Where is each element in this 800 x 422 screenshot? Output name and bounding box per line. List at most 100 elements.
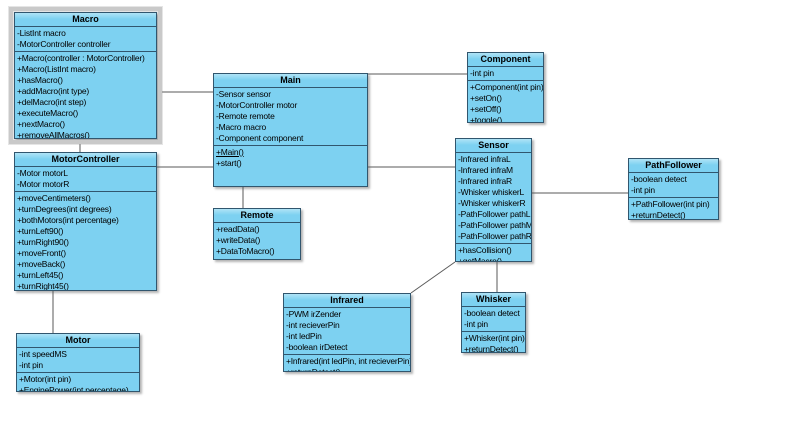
class-box-remote[interactable]: Remote+readData()+writeData()+DataToMacr… xyxy=(213,208,301,260)
class-methods-compartment: +Component(int pin)+setOn()+setOff()+tog… xyxy=(468,81,544,123)
class-attributes-compartment: -boolean detect-int pin xyxy=(462,307,525,332)
class-attributes-compartment: -int pin xyxy=(468,67,543,81)
class-method: +returnDetect() xyxy=(464,344,519,353)
class-title: Main xyxy=(214,74,367,88)
class-attributes-compartment: -Sensor sensor-MotorController motor-Rem… xyxy=(214,88,367,146)
class-method: +Infrared(int ledPin, int recieverPin) xyxy=(286,356,411,366)
class-attribute: -PathFollower pathM xyxy=(458,220,532,230)
class-method: +returnDetect() xyxy=(631,210,686,220)
class-title: Infrared xyxy=(284,294,410,308)
class-title: Sensor xyxy=(456,139,531,153)
class-attribute: -MotorController motor xyxy=(216,100,298,110)
class-method: +DataToMacro() xyxy=(216,246,275,256)
class-attribute: -int pin xyxy=(464,319,488,329)
class-methods-compartment: +Infrared(int ledPin, int recieverPin)+r… xyxy=(284,355,411,372)
class-attribute: -ListInt macro xyxy=(17,28,66,38)
class-method: +PathFollower(int pin) xyxy=(631,199,710,209)
class-method: +delMacro(int step) xyxy=(17,97,87,107)
class-methods-compartment: +Motor(int pin)+EnginePower(int percenta… xyxy=(17,373,139,392)
class-attribute: -PathFollower pathL xyxy=(458,209,531,219)
class-method: +getMacro() xyxy=(458,256,502,262)
class-attribute: -Motor motorR xyxy=(17,179,70,189)
class-method: +readData() xyxy=(216,224,260,234)
class-method: +Motor(int pin) xyxy=(19,374,72,384)
class-attribute: -int pin xyxy=(19,360,43,370)
class-attribute: -PWM irZender xyxy=(286,309,342,319)
class-methods-compartment: +Main()+start() xyxy=(214,146,367,186)
class-attributes-compartment: -ListInt macro-MotorController controlle… xyxy=(15,27,156,52)
class-attribute: -Macro macro xyxy=(216,122,267,132)
class-attributes-compartment: -PWM irZender-int recieverPin-int ledPin… xyxy=(284,308,410,355)
class-box-infrared[interactable]: Infrared-PWM irZender-int recieverPin-in… xyxy=(283,293,411,372)
class-method: +turnRight45() xyxy=(17,281,69,291)
class-box-component[interactable]: Component-int pin+Component(int pin)+set… xyxy=(467,52,544,123)
class-attributes-compartment: -int speedMS-int pin xyxy=(17,348,139,373)
class-box-sensor[interactable]: Sensor-Infrared infraL-Infrared infraM-I… xyxy=(455,138,532,262)
class-attributes-compartment: -boolean detect-int pin xyxy=(629,173,718,198)
class-attributes-compartment: -Infrared infraL-Infrared infraM-Infrare… xyxy=(456,153,531,244)
class-attribute: -Infrared infraM xyxy=(458,165,513,175)
class-title: MotorController xyxy=(15,153,156,167)
class-box-motorcontroller[interactable]: MotorController-Motor motorL-Motor motor… xyxy=(14,152,157,291)
class-method: +removeAllMacros() xyxy=(17,130,90,139)
class-box-pathfollower[interactable]: PathFollower-boolean detect-int pin+Path… xyxy=(628,158,719,220)
class-attribute: -Sensor sensor xyxy=(216,89,271,99)
class-attribute: -Remote remote xyxy=(216,111,275,121)
class-attribute: -int speedMS xyxy=(19,349,67,359)
class-attribute: -Whisker whiskerR xyxy=(458,198,526,208)
class-attribute: -boolean detect xyxy=(464,308,520,318)
class-method: +addMacro(int type) xyxy=(17,86,90,96)
class-title: Component xyxy=(468,53,543,67)
class-method: +hasMacro() xyxy=(17,75,63,85)
class-attribute: -boolean detect xyxy=(631,174,687,184)
class-method: +setOff() xyxy=(470,104,502,114)
class-box-main[interactable]: Main-Sensor sensor-MotorController motor… xyxy=(213,73,368,187)
connector-sensor-infrared[interactable] xyxy=(410,261,456,294)
class-methods-compartment: +Whisker(int pin)+returnDetect() xyxy=(462,332,525,353)
class-method: +moveBack() xyxy=(17,259,66,269)
class-methods-compartment: +Macro(controller : MotorController)+Mac… xyxy=(15,52,156,139)
class-method: +setOn() xyxy=(470,93,502,103)
class-method: +returnDetect() xyxy=(286,367,341,372)
class-method: +Macro(ListInt macro) xyxy=(17,64,96,74)
class-method: +Macro(controller : MotorController) xyxy=(17,53,145,63)
class-attribute: -int pin xyxy=(631,185,655,195)
class-methods-compartment: +moveCentimeters()+turnDegrees(int degre… xyxy=(15,192,156,291)
class-method: +turnRight90() xyxy=(17,237,69,247)
class-box-whisker[interactable]: Whisker-boolean detect-int pin+Whisker(i… xyxy=(461,292,526,353)
class-title: Macro xyxy=(15,13,156,27)
class-method: +Whisker(int pin) xyxy=(464,333,525,343)
class-method: +nextMacro() xyxy=(17,119,65,129)
class-attribute: -Infrared infraL xyxy=(458,154,511,164)
class-attribute: -int recieverPin xyxy=(286,320,340,330)
class-attribute: -boolean irDetect xyxy=(286,342,348,352)
class-methods-compartment: +hasCollision()+getMacro() xyxy=(456,244,531,262)
class-title: Remote xyxy=(214,209,300,223)
class-attribute: -Component component xyxy=(216,133,304,143)
class-method: +hasCollision() xyxy=(458,245,512,255)
class-method: +start() xyxy=(216,158,242,168)
class-method: +moveFront() xyxy=(17,248,66,258)
class-title: Motor xyxy=(17,334,139,348)
class-method: +toggle() xyxy=(470,115,502,123)
class-method: +Component(int pin) xyxy=(470,82,544,92)
class-title: Whisker xyxy=(462,293,525,307)
class-title: PathFollower xyxy=(629,159,718,173)
class-method: +EnginePower(int percentage) xyxy=(19,385,129,392)
class-methods-compartment: +PathFollower(int pin)+returnDetect() xyxy=(629,198,718,220)
class-attribute: -MotorController controller xyxy=(17,39,111,49)
class-box-macro[interactable]: Macro-ListInt macro-MotorController cont… xyxy=(9,7,162,144)
class-attribute: -Whisker whiskerL xyxy=(458,187,525,197)
class-attribute: -int pin xyxy=(470,68,494,78)
class-attributes-compartment: -Motor motorL-Motor motorR xyxy=(15,167,156,192)
class-method: +bothMotors(int percentage) xyxy=(17,215,119,225)
class-method: +moveCentimeters() xyxy=(17,193,91,203)
class-methods-compartment: +readData()+writeData()+DataToMacro() xyxy=(214,223,300,259)
class-attribute: -Infrared infraR xyxy=(458,176,512,186)
class-box-motor[interactable]: Motor-int speedMS-int pin+Motor(int pin)… xyxy=(16,333,140,392)
class-attribute: -int ledPin xyxy=(286,331,322,341)
class-method: +turnDegrees(int degrees) xyxy=(17,204,112,214)
class-method: +turnLeft45() xyxy=(17,270,64,280)
